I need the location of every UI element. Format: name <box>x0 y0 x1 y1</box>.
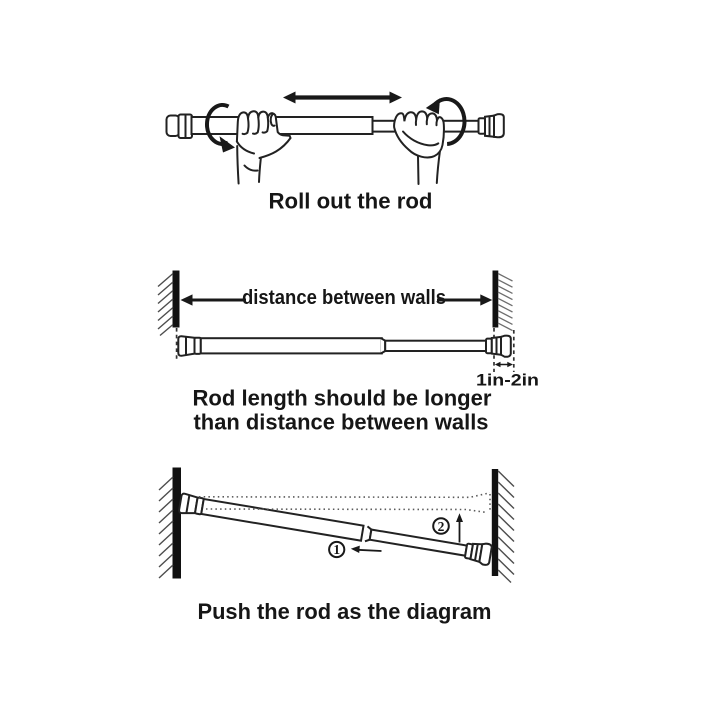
svg-text:distance between walls: distance between walls <box>242 286 446 309</box>
svg-text:1in-2in: 1in-2in <box>476 372 539 390</box>
svg-text:than distance between walls: than distance between walls <box>194 409 489 434</box>
svg-text:1: 1 <box>333 542 340 557</box>
svg-text:Push the rod as the diagram: Push the rod as the diagram <box>198 599 492 624</box>
svg-text:Rod length should be longer: Rod length should be longer <box>193 386 492 411</box>
svg-text:2: 2 <box>438 519 445 534</box>
svg-text:Roll out the rod: Roll out the rod <box>269 189 433 214</box>
